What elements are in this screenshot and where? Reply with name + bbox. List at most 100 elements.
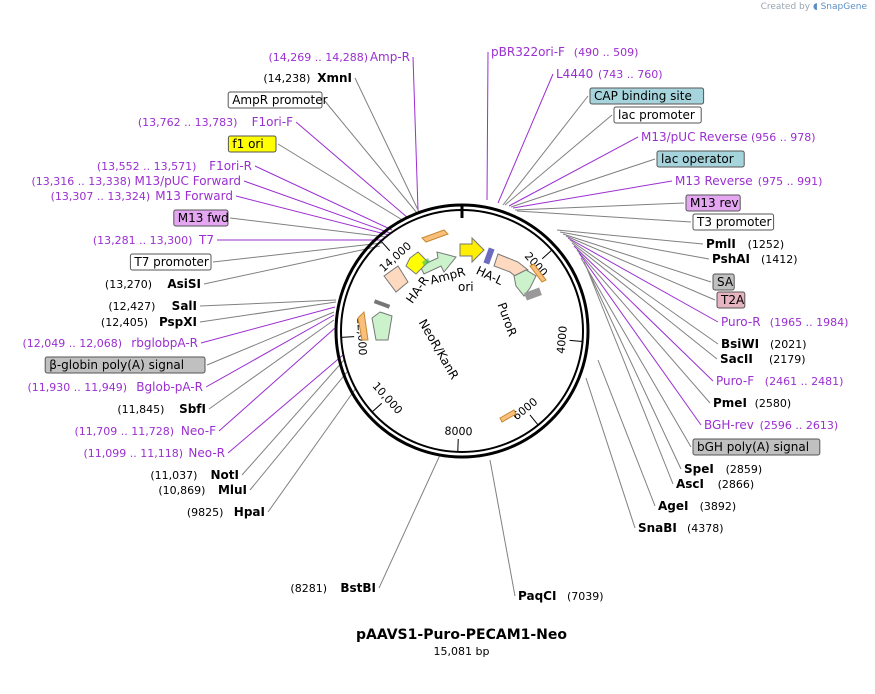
ruler-tick xyxy=(341,336,355,338)
primer-coords: (11,930 .. 11,949) xyxy=(27,381,127,394)
feature-box xyxy=(716,291,746,309)
enzyme-name: PaqCI xyxy=(518,589,556,603)
ruler-label: 4000 xyxy=(554,325,569,354)
leader-line xyxy=(323,99,418,214)
enzyme-name: PmeI xyxy=(713,396,747,410)
inner-label-ori: ori xyxy=(458,280,474,294)
leader-line xyxy=(277,143,405,222)
leader-line xyxy=(412,56,419,211)
leader-line xyxy=(573,245,714,382)
enzyme-name: HpaI xyxy=(234,505,265,519)
leader-line xyxy=(585,265,674,485)
primer-coords: (1965 .. 1984) xyxy=(770,316,849,329)
leader-line xyxy=(218,327,336,432)
leader-line xyxy=(504,114,613,206)
enzyme-name: PspXI xyxy=(159,315,197,329)
leader-line xyxy=(562,233,712,283)
enzyme-coords: (2866) xyxy=(718,478,755,491)
ruler-label: 8000 xyxy=(444,424,472,438)
leader-line xyxy=(486,51,489,201)
enzyme-coords: (9825) xyxy=(187,506,224,519)
leader-line xyxy=(571,242,718,360)
enzyme-name: PmlI xyxy=(706,237,736,251)
leader-line xyxy=(502,95,589,206)
enzyme-name: BstBI xyxy=(340,581,376,595)
leader-line xyxy=(295,121,409,219)
primer-name: M13/pUC Reverse xyxy=(641,130,748,144)
leader-line xyxy=(227,354,344,454)
enzyme-name: AscI xyxy=(676,477,704,491)
leader-line xyxy=(205,314,335,388)
leader-line xyxy=(569,239,719,345)
enzyme-coords: (1412) xyxy=(761,253,798,266)
primer-name: Puro-R xyxy=(721,315,761,329)
feature-box-label: T7 promoter xyxy=(133,255,209,269)
enzyme-name: AsiSI xyxy=(167,277,201,291)
neor-arrow xyxy=(371,311,393,341)
enzyme-coords: (3892) xyxy=(700,500,737,513)
primer-coords: (975 .. 991) xyxy=(758,175,823,188)
leader-lines xyxy=(199,51,719,597)
enzyme-coords: (2859) xyxy=(726,463,763,476)
primer-name: Neo-F xyxy=(181,424,216,438)
plasmid-name: pAAVS1-Puro-PECAM1-Neo xyxy=(355,627,568,643)
enzyme-coords: (7039) xyxy=(567,590,604,603)
feature-box-label: β-globin poly(A) signal xyxy=(49,358,184,372)
leader-line xyxy=(556,229,704,245)
backbone-outer xyxy=(334,203,590,459)
enzyme-name: XmnI xyxy=(317,71,352,85)
backbone xyxy=(334,203,590,459)
enzyme-name: MluI xyxy=(218,483,247,497)
enzyme-coords: (2179) xyxy=(769,353,806,366)
primer-coords: (14,269 .. 14,288) xyxy=(268,51,368,64)
leader-line xyxy=(489,459,516,597)
snapgene-logo-icon: ◖ xyxy=(812,2,818,12)
enzyme-coords: (10,869) xyxy=(158,484,205,497)
leader-line xyxy=(559,231,710,260)
leader-line xyxy=(597,359,656,507)
leader-line xyxy=(585,377,636,529)
leader-line xyxy=(580,257,692,448)
feature-box-label: SA xyxy=(717,275,734,289)
primer-name: Neo-R xyxy=(188,446,225,460)
leader-line xyxy=(576,249,711,404)
feature-arrows xyxy=(357,229,547,423)
primer-name: M13 Reverse xyxy=(675,174,753,188)
enzyme-coords: (14,238) xyxy=(263,72,310,85)
enzyme-coords: (2580) xyxy=(755,397,792,410)
enzyme-coords: (8281) xyxy=(290,582,327,595)
inner-label-neor: NeoR/KanR xyxy=(416,317,462,382)
feature-box xyxy=(685,194,741,212)
feature-box-label: M13 rev xyxy=(690,196,739,210)
feature-box-label: bGH poly(A) signal xyxy=(697,440,809,454)
leader-line xyxy=(512,180,673,209)
leader-line xyxy=(514,202,685,211)
promoter-arrow-neo xyxy=(357,310,369,341)
inner-feature-labels: AmpR ori HA-L PuroR HA-R NeoR/KanR xyxy=(403,263,519,381)
feature-box xyxy=(692,213,775,231)
primer-coords: (956 .. 978) xyxy=(751,131,816,144)
leader-line xyxy=(249,371,348,491)
enzyme-name: BsiWI xyxy=(721,337,759,351)
feature-box xyxy=(712,273,735,291)
enzyme-name: PshAI xyxy=(712,252,750,266)
primer-coords: (11,709 .. 11,728) xyxy=(74,425,174,438)
leader-line xyxy=(212,242,383,263)
feature-box xyxy=(613,106,702,124)
feature-box-label: lac operator xyxy=(661,152,734,166)
leader-line xyxy=(199,301,337,323)
enzyme-name: SbfI xyxy=(179,402,206,416)
enzyme-name: SalI xyxy=(172,299,197,313)
feature-box-label: M13 fwd xyxy=(178,211,229,225)
feature-box xyxy=(692,438,821,456)
enzyme-coords: (1252) xyxy=(748,238,785,251)
plasmid-length: 15,081 bp xyxy=(433,645,490,658)
primer-coords: (13,307 .. 13,324) xyxy=(51,190,151,203)
ruler-tick xyxy=(569,339,583,343)
marker-ampr-promoter xyxy=(422,258,430,266)
leader-line xyxy=(206,311,335,366)
enzyme-name: SacII xyxy=(720,352,753,366)
leader-line xyxy=(267,387,357,513)
ruler-tick xyxy=(371,402,383,413)
primer-name: M13 Forward xyxy=(155,189,233,203)
